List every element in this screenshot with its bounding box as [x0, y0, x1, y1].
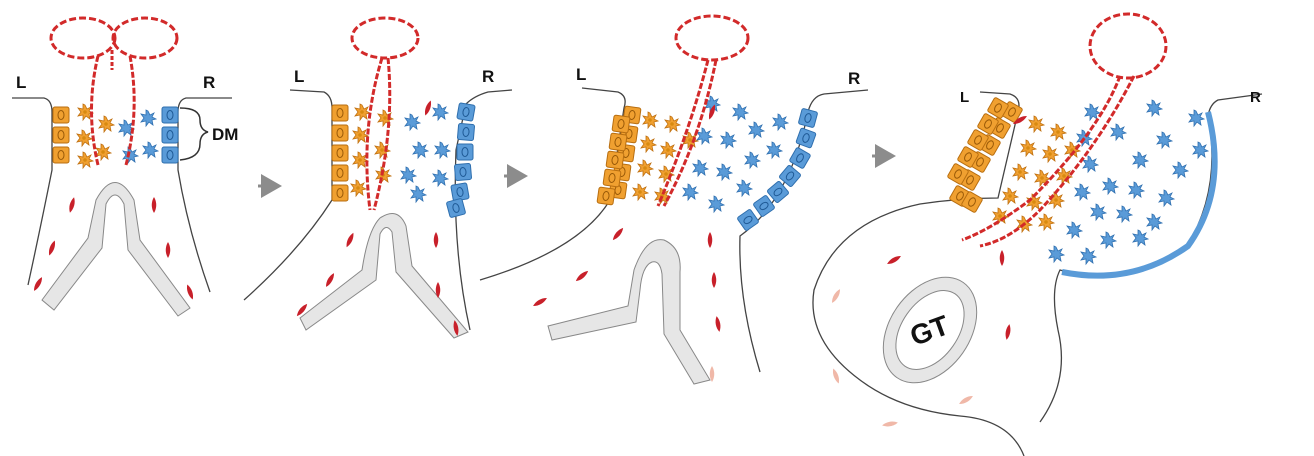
right-epithelium: [162, 107, 178, 163]
panel-stage-2: L R: [244, 18, 512, 338]
embryo-outline-left: [12, 98, 52, 285]
label-right: R: [482, 67, 494, 86]
mesenchyme-stars: [993, 100, 1208, 264]
twisted-cord: [658, 16, 748, 206]
label-dorsal-mesentery: DM: [212, 125, 238, 144]
label-left: L: [576, 65, 586, 84]
label-left: L: [294, 67, 304, 86]
label-right: R: [848, 69, 860, 88]
dm-bracket: [180, 108, 208, 160]
left-epithelium: [53, 107, 69, 163]
label-right: R: [1250, 89, 1261, 106]
mesenchyme-stars: [77, 104, 158, 168]
embryo-outline-right: [1040, 94, 1262, 422]
label-right: R: [203, 73, 215, 92]
label-left: L: [960, 89, 969, 106]
left-epithelium: [332, 105, 348, 201]
right-epithelium: [446, 103, 475, 218]
gut-tube: [300, 214, 468, 339]
gut-tube: [548, 240, 710, 384]
embryo-outline-left: [244, 90, 332, 300]
label-left: L: [16, 73, 26, 92]
panel-stage-4: GT: [813, 14, 1262, 456]
twisted-cord: [51, 18, 177, 165]
panel-stage-3: L R: [480, 16, 868, 384]
panel-stage-1: L R DM: [12, 18, 238, 316]
